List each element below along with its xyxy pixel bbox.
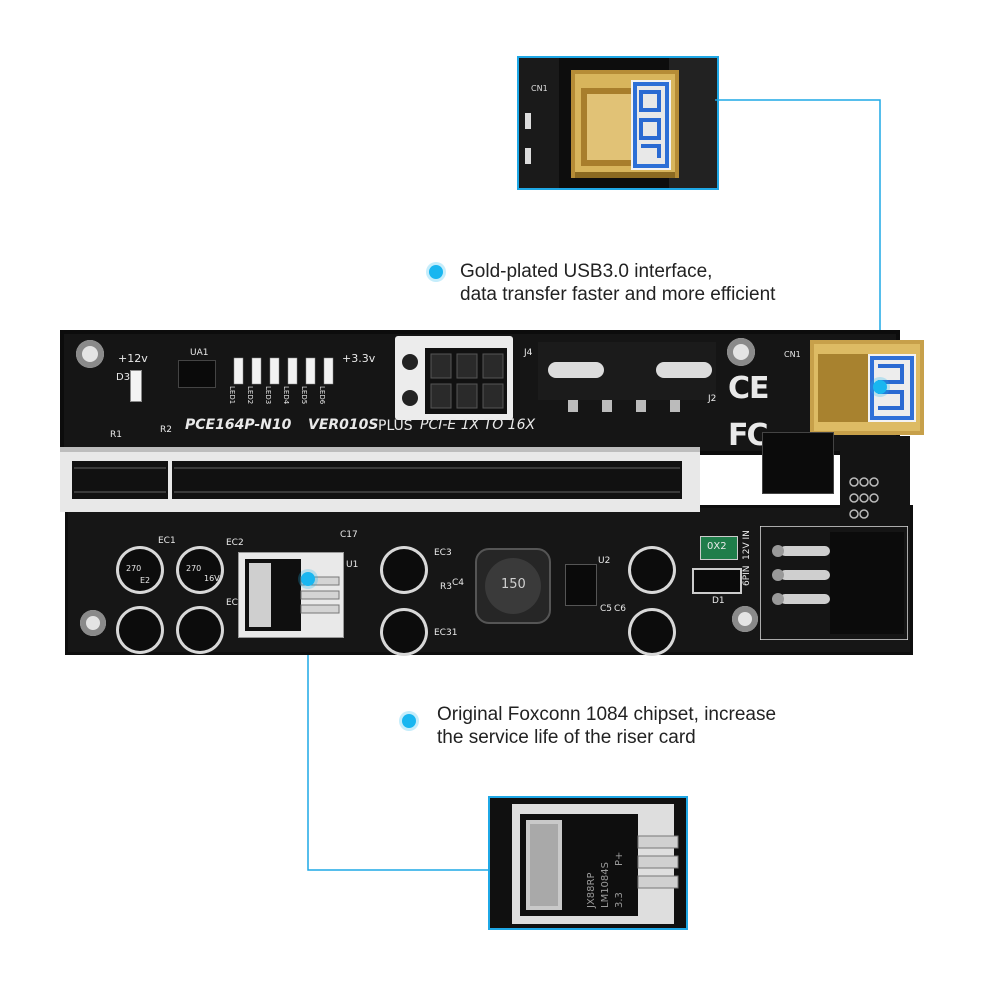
led-label: LED4 (282, 386, 290, 405)
chipset-callout-bullet (402, 714, 416, 728)
chipset-closeup-image: LM1084S 3.3 P+ JX88RP (490, 798, 686, 928)
inductor: 150 (475, 548, 551, 624)
cap-ec1-code: E2 (140, 576, 151, 585)
usb-callout-text: Gold-plated USB3.0 interface, data trans… (460, 260, 880, 306)
label-6pin: 6PIN (742, 565, 752, 586)
label-c5: C5 (600, 604, 613, 614)
fuse: 0X2 (700, 536, 738, 560)
label-ec1: EC1 (158, 536, 176, 546)
label-r2: R2 (160, 425, 172, 435)
power-6pin-input (759, 525, 909, 641)
led-label: LED3 (264, 386, 272, 405)
led-row (233, 357, 334, 385)
label-ec3: EC3 (434, 548, 452, 558)
power-header-6pin (395, 336, 513, 420)
usb-callout-bullet (429, 265, 443, 279)
label-12v-in: 12V IN (742, 530, 752, 560)
label-33v: +3.3v (342, 352, 376, 365)
label-ec2: EC2 (226, 538, 244, 548)
label-12v: +12v (118, 352, 148, 365)
capacitor-group-mid (380, 546, 428, 656)
cap-ec2-volt: 16V (204, 574, 220, 583)
label-u1: U1 (346, 560, 359, 570)
mount-hole-tr (727, 338, 755, 366)
power-cable-clip (762, 432, 834, 494)
usb-closeup-image: CN1 (519, 58, 717, 188)
cap-ec2-value: 270 (186, 564, 202, 573)
led-label: LED1 (228, 386, 236, 405)
label-u2: U2 (598, 556, 611, 566)
label-ec21: EC21 (226, 598, 249, 608)
chip-u2 (565, 564, 597, 606)
label-j2: J2 (708, 394, 717, 404)
chipset-board-marker (301, 572, 315, 586)
label-d1: D1 (712, 596, 725, 606)
chipset-closeup-inset: LM1084S 3.3 P+ JX88RP (488, 796, 688, 930)
mount-hole-tl (76, 340, 104, 368)
usb-board-marker (873, 380, 887, 394)
label-c6: C6 (614, 604, 627, 614)
diode-d1 (692, 568, 742, 594)
label-plus: PLUS (378, 418, 413, 434)
label-c17: C17 (340, 530, 358, 540)
led-label: LED2 (246, 386, 254, 405)
chipset-callout-text: Original Foxconn 1084 chipset, increase … (437, 703, 877, 749)
regulator-u1 (238, 552, 344, 638)
label-ua1: UA1 (190, 348, 209, 358)
chip-text-2: 3.3 (614, 892, 625, 908)
label-r1: R1 (110, 430, 122, 440)
led-label: LED6 (318, 386, 326, 405)
cap-ec1-value: 270 (126, 564, 142, 573)
chip-text-1: LM1084S (600, 862, 611, 908)
capacitor-group-right (628, 546, 676, 656)
label-version: VER010S (308, 417, 379, 433)
chip-text-3: P+ (614, 852, 625, 866)
pcie-16x-slot (60, 447, 700, 512)
cn1-inset-label: CN1 (531, 84, 548, 93)
right-pinheader (840, 436, 910, 536)
mount-hole-bl (80, 610, 106, 636)
led-label: LED5 (300, 386, 308, 405)
usb-callout-line1: Gold-plated USB3.0 interface, (460, 261, 713, 282)
usb-callout-line2: data transfer faster and more efficient (460, 284, 776, 305)
chipset-callout-line2: the service life of the riser card (437, 727, 696, 748)
fc-mark: FC (728, 418, 768, 453)
chip-ua1 (178, 360, 216, 388)
inductor-label: 150 (501, 577, 526, 592)
label-c4: C4 (452, 578, 465, 588)
fuse-label: 0X2 (707, 541, 727, 552)
chipset-callout-line1: Original Foxconn 1084 chipset, increase (437, 704, 777, 725)
ce-mark: CE (728, 371, 770, 406)
capacitor-group-left (116, 546, 224, 654)
label-pcie: PCI-E 1X TO 16X (420, 417, 536, 433)
usb-closeup-inset: CN1 (517, 56, 719, 190)
usb3-port (810, 340, 924, 435)
label-model: PCE164P-N10 (185, 417, 292, 433)
led-d3 (130, 370, 142, 402)
mount-hole-br (732, 606, 758, 632)
molex-connector (538, 338, 716, 414)
chip-text-4: JX88RP (586, 872, 597, 909)
label-d3: D3 (116, 372, 131, 383)
label-cn1: CN1 (784, 350, 801, 359)
label-j4: J4 (524, 348, 533, 358)
label-ec31: EC31 (434, 628, 458, 638)
label-r3: R3 (440, 582, 452, 592)
